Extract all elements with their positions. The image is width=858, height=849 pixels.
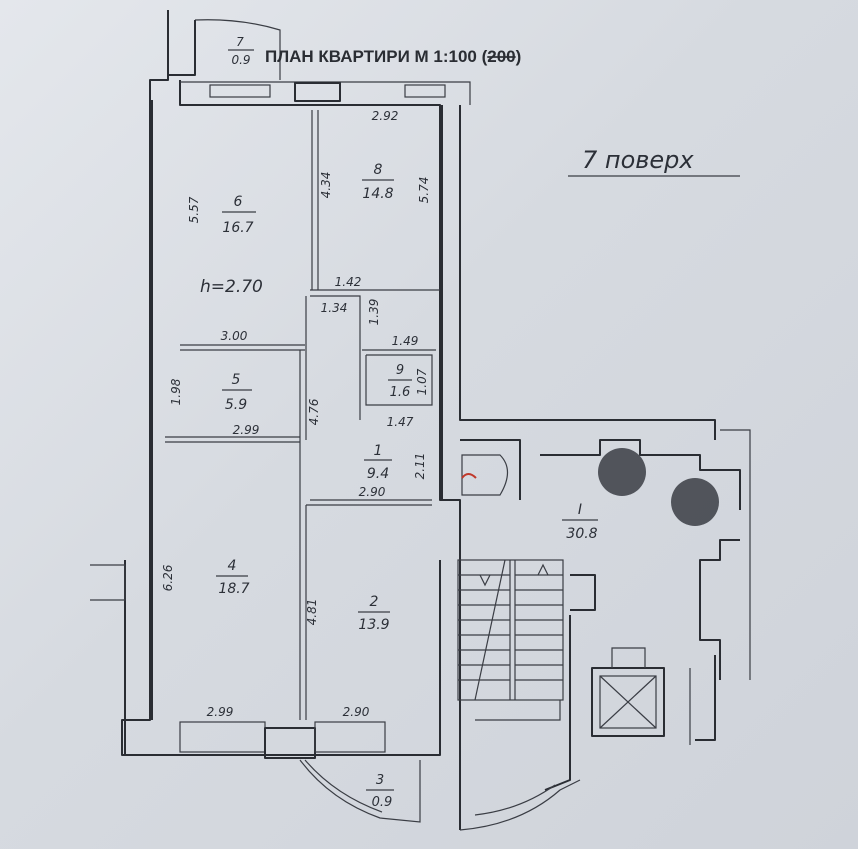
svg-text:5: 5 — [232, 372, 241, 388]
svg-text:2: 2 — [370, 594, 379, 610]
room-label-9: 9 1.6 — [388, 363, 412, 400]
dimension-label: 2.90 — [343, 705, 370, 719]
svg-text:4: 4 — [228, 558, 237, 574]
dimension-label: 3.00 — [221, 329, 248, 343]
svg-text:7 поверх: 7 поверх — [582, 146, 694, 174]
room-label-3: 3 0.9 — [366, 773, 394, 810]
svg-text:30.8: 30.8 — [566, 526, 597, 542]
apartment-walls — [90, 10, 716, 823]
svg-text:16.7: 16.7 — [222, 220, 253, 236]
room-label-8: 8 14.8 — [362, 162, 394, 202]
room-label-4: 4 18.7 — [216, 558, 250, 597]
dimension-label: 6.26 — [161, 564, 175, 591]
dimension-label: 1.49 — [392, 334, 419, 348]
svg-text:1.6: 1.6 — [390, 385, 411, 400]
svg-text:5.9: 5.9 — [225, 397, 247, 413]
svg-text:18.7: 18.7 — [218, 581, 249, 597]
svg-text:1: 1 — [374, 443, 383, 459]
dimension-label: 4.34 — [319, 172, 333, 199]
room-label-5: 5 5.9 — [222, 372, 252, 413]
room-label-1: 1 9.4 — [364, 443, 392, 482]
dimension-label: 2.92 — [372, 109, 399, 123]
dimension-label: 2.11 — [413, 453, 427, 480]
dimension-label: 4.76 — [307, 398, 321, 425]
room-label-7: 7 0.9 — [228, 35, 254, 67]
dimension-label: 5.74 — [417, 177, 431, 204]
svg-text:7: 7 — [236, 35, 244, 49]
floor-note: 7 поверх — [568, 146, 740, 177]
svg-text:I: I — [578, 502, 582, 518]
room-label-2: 2 13.9 — [358, 594, 390, 633]
dimension-label: 1.34 — [321, 301, 348, 315]
dimension-label: 2.99 — [233, 423, 260, 437]
dimension-label: 1.47 — [387, 415, 414, 429]
svg-text:0.9: 0.9 — [231, 53, 250, 67]
svg-text:13.9: 13.9 — [358, 617, 389, 633]
svg-text:9: 9 — [396, 363, 404, 378]
svg-text:8: 8 — [374, 162, 383, 178]
dimension-label: 4.81 — [305, 599, 319, 626]
room-label-6: 6 16.7 — [222, 194, 256, 236]
dimension-label: 2.90 — [359, 485, 386, 499]
dimension-labels: 2.92 5.57 4.34 5.74 1.42 1.34 1.39 3.00 … — [161, 109, 431, 719]
svg-text:9.4: 9.4 — [367, 466, 389, 482]
svg-text:6: 6 — [234, 194, 243, 210]
dimension-label: 1.42 — [335, 275, 362, 289]
plan-title: ПЛАН КВАРТИРИ М 1:100 (200) — [265, 47, 521, 66]
svg-text:3: 3 — [376, 773, 384, 788]
ceiling-height-label: h=2.70 — [200, 277, 263, 297]
dimension-label: 1.39 — [367, 299, 381, 326]
redacted-mark — [598, 448, 646, 496]
common-hall-walls — [439, 429, 751, 831]
redacted-mark — [671, 478, 719, 526]
svg-text:0.9: 0.9 — [372, 795, 393, 810]
dimension-label: 1.07 — [415, 368, 429, 395]
dimension-label: 5.57 — [187, 196, 201, 223]
dimension-label: 1.98 — [169, 378, 183, 405]
dimension-label: 2.99 — [207, 705, 234, 719]
staircase — [457, 559, 564, 721]
elevator-shaft — [591, 647, 665, 737]
room-label-I: I 30.8 — [562, 502, 598, 542]
svg-text:14.8: 14.8 — [362, 186, 393, 202]
